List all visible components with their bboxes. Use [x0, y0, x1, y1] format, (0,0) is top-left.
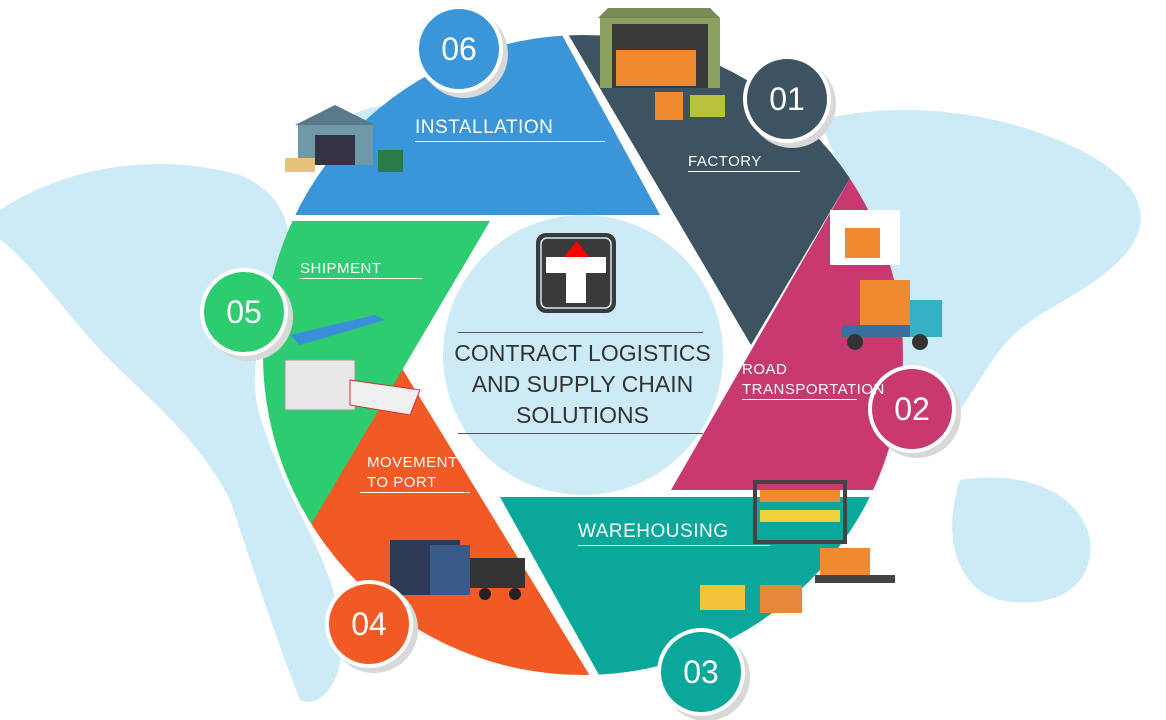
- divider: [742, 399, 857, 400]
- center-title-line-3: SOLUTIONS: [516, 402, 649, 428]
- step-label-installation: INSTALLATION: [415, 117, 554, 138]
- logo: [536, 233, 616, 313]
- step-number-badge-03: 03: [657, 628, 745, 716]
- step-number-badge-04: 04: [325, 580, 413, 668]
- divider: [688, 171, 800, 172]
- step-number-badge-05: 05: [200, 268, 288, 356]
- step-label-to-port: TO PORT: [367, 474, 437, 491]
- center-title-line-2: AND SUPPLY CHAIN: [471, 371, 694, 397]
- delivery-truck-icon: [830, 210, 942, 350]
- step-number-badge-02: 02: [868, 365, 956, 453]
- warehouse-trucks-icon: [285, 105, 403, 172]
- containers-truck-icon: [390, 540, 525, 600]
- step-label-transportation: TRANSPORTATION: [742, 381, 885, 398]
- segment-road: [671, 100, 903, 490]
- step-label-factory: FACTORY: [688, 153, 762, 170]
- divider: [360, 492, 470, 493]
- plane-train-truck-icon: [284, 315, 421, 416]
- center-bottom-rule: [458, 433, 703, 434]
- warehouse-forklift-icon: [598, 8, 725, 120]
- step-label-warehousing: WAREHOUSING: [578, 521, 729, 542]
- center-title-line-1: CONTRACT LOGISTICS: [454, 340, 711, 366]
- step-number-badge-01: 01: [743, 55, 831, 143]
- divider: [415, 141, 605, 142]
- center-title: CONTRACT LOGISTICS AND SUPPLY CHAIN SOLU…: [445, 338, 720, 431]
- step-label-road: ROAD: [742, 361, 788, 378]
- step-label-shipment: SHIPMENT: [300, 260, 382, 277]
- center-top-rule: [458, 332, 703, 333]
- step-number-badge-06: 06: [415, 5, 503, 93]
- step-label-movement: MOVEMENT: [367, 454, 458, 471]
- divider: [300, 278, 422, 279]
- divider: [578, 545, 770, 546]
- shelves-pallet-icon: [700, 480, 895, 613]
